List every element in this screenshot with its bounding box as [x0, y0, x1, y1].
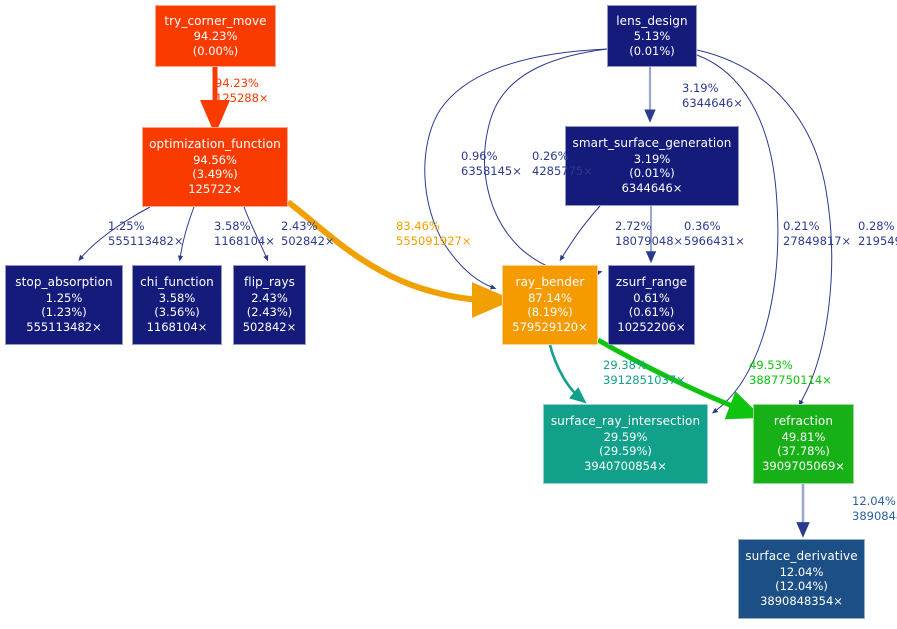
edge-percent: 0.96% [461, 149, 498, 163]
edge-optimization-function-to-flip-rays [243, 206, 269, 262]
edge-optimization-function-to-stop-absorption [78, 206, 151, 262]
edge-percent: 0.21% [783, 219, 820, 233]
node-self: (29.59%) [599, 444, 652, 459]
node-total: 1.25% [45, 290, 83, 305]
node-label: flip_rays [243, 275, 296, 290]
node-calls: 6344646× [621, 181, 683, 196]
node-optimization-function[interactable]: optimization_function 94.56% (3.49%) 125… [142, 127, 288, 207]
node-calls: 3909705069× [762, 459, 845, 474]
edge-percent: 49.53% [749, 358, 793, 372]
edge-optimization-function-to-ray-bender [286, 199, 514, 318]
node-self: (3.49%) [192, 167, 238, 182]
node-total: 29.59% [603, 429, 648, 444]
node-label: zsurf_range [615, 275, 688, 290]
node-self: (12.04%) [775, 579, 828, 594]
node-label: optimization_function [149, 137, 281, 152]
node-self: (0.00%) [192, 43, 239, 58]
node-label: surface_derivative [745, 549, 858, 564]
node-label: chi_function [140, 275, 214, 290]
node-lens-design[interactable]: lens_design 5.13% (0.01%) [607, 5, 697, 67]
node-self: (0.61%) [628, 305, 675, 320]
node-calls: 10252206× [617, 320, 686, 335]
node-total: 0.61% [633, 290, 670, 305]
node-label: surface_ray_intersection [550, 414, 701, 429]
edge-ray-bender-to-surface-ray-intersection [548, 344, 587, 404]
edge-percent: 29.38% [603, 358, 647, 372]
node-label: stop_absorption [15, 275, 113, 290]
node-total: 94.23% [193, 28, 238, 43]
edge-percent: 2.72% [615, 219, 652, 233]
node-total: 49.81% [781, 429, 826, 444]
node-stop-absorption[interactable]: stop_absorption 1.25% (1.23%) 555113482× [5, 265, 123, 345]
node-calls: 3940700854× [584, 459, 667, 474]
node-total: 94.56% [193, 152, 237, 167]
node-calls: 579529120× [512, 320, 588, 335]
node-self: (37.78%) [777, 444, 830, 459]
node-surface-ray-intersection[interactable]: surface_ray_intersection 29.59% (29.59%)… [543, 404, 708, 484]
node-refraction[interactable]: refraction 49.81% (37.78%) 3909705069× [753, 404, 854, 484]
node-surface-derivative[interactable]: surface_derivative 12.04% (12.04%) 38908… [738, 539, 865, 619]
node-chi-function[interactable]: chi_function 3.58% (3.56%) 1168104× [132, 265, 222, 345]
node-calls: 502842× [242, 320, 297, 335]
node-total: 87.14% [528, 290, 572, 305]
edge-percent: 0.28% [858, 219, 895, 233]
edge-percent: 94.23% [215, 76, 259, 90]
node-self: (0.01%) [629, 166, 675, 181]
edge-percent: 0.26% [532, 149, 569, 163]
node-total: 5.13% [633, 28, 671, 43]
edge-smart-surface-generation-to-ray-bender [559, 205, 601, 262]
node-calls: 555113482× [26, 320, 102, 335]
edge-percent: 1.25% [108, 219, 145, 233]
node-calls: 3890848354× [760, 594, 843, 609]
node-self: (0.01%) [629, 43, 675, 58]
edge-percent: 3.19% [682, 81, 719, 95]
node-total: 3.19% [633, 151, 671, 166]
edge-percent: 3.58% [214, 219, 251, 233]
node-smart-surface-generation[interactable]: smart_surface_generation 3.19% (0.01%) 6… [565, 126, 739, 206]
node-calls: 1168104× [146, 320, 208, 335]
edge-percent: 2.43% [281, 219, 318, 233]
node-label: smart_surface_generation [572, 136, 732, 151]
node-label: try_corner_move [164, 13, 267, 28]
node-total: 3.58% [158, 290, 196, 305]
node-label: lens_design [616, 13, 688, 28]
node-label: refraction [773, 414, 834, 429]
node-self: (2.43%) [246, 305, 293, 320]
node-self: (8.19%) [527, 305, 573, 320]
node-total: 2.43% [251, 290, 288, 305]
node-ray-bender[interactable]: ray_bender 87.14% (8.19%) 579529120× [502, 265, 598, 345]
node-try-corner-move[interactable]: try_corner_move 94.23% (0.00%) [155, 5, 276, 67]
node-self: (3.56%) [154, 305, 200, 320]
node-zsurf-range[interactable]: zsurf_range 0.61% (0.61%) 10252206× [608, 265, 695, 345]
edge-percent: 0.36% [684, 219, 721, 233]
node-self: (1.23%) [41, 305, 87, 320]
node-flip-rays[interactable]: flip_rays 2.43% (2.43%) 502842× [233, 265, 306, 345]
edge-percent: 12.04% [852, 494, 896, 508]
node-label: ray_bender [515, 275, 585, 290]
edge-percent: 83.46% [396, 219, 440, 233]
node-calls: 125722× [188, 182, 242, 197]
edge-optimization-function-to-chi-function [177, 206, 195, 262]
node-total: 12.04% [779, 564, 824, 579]
